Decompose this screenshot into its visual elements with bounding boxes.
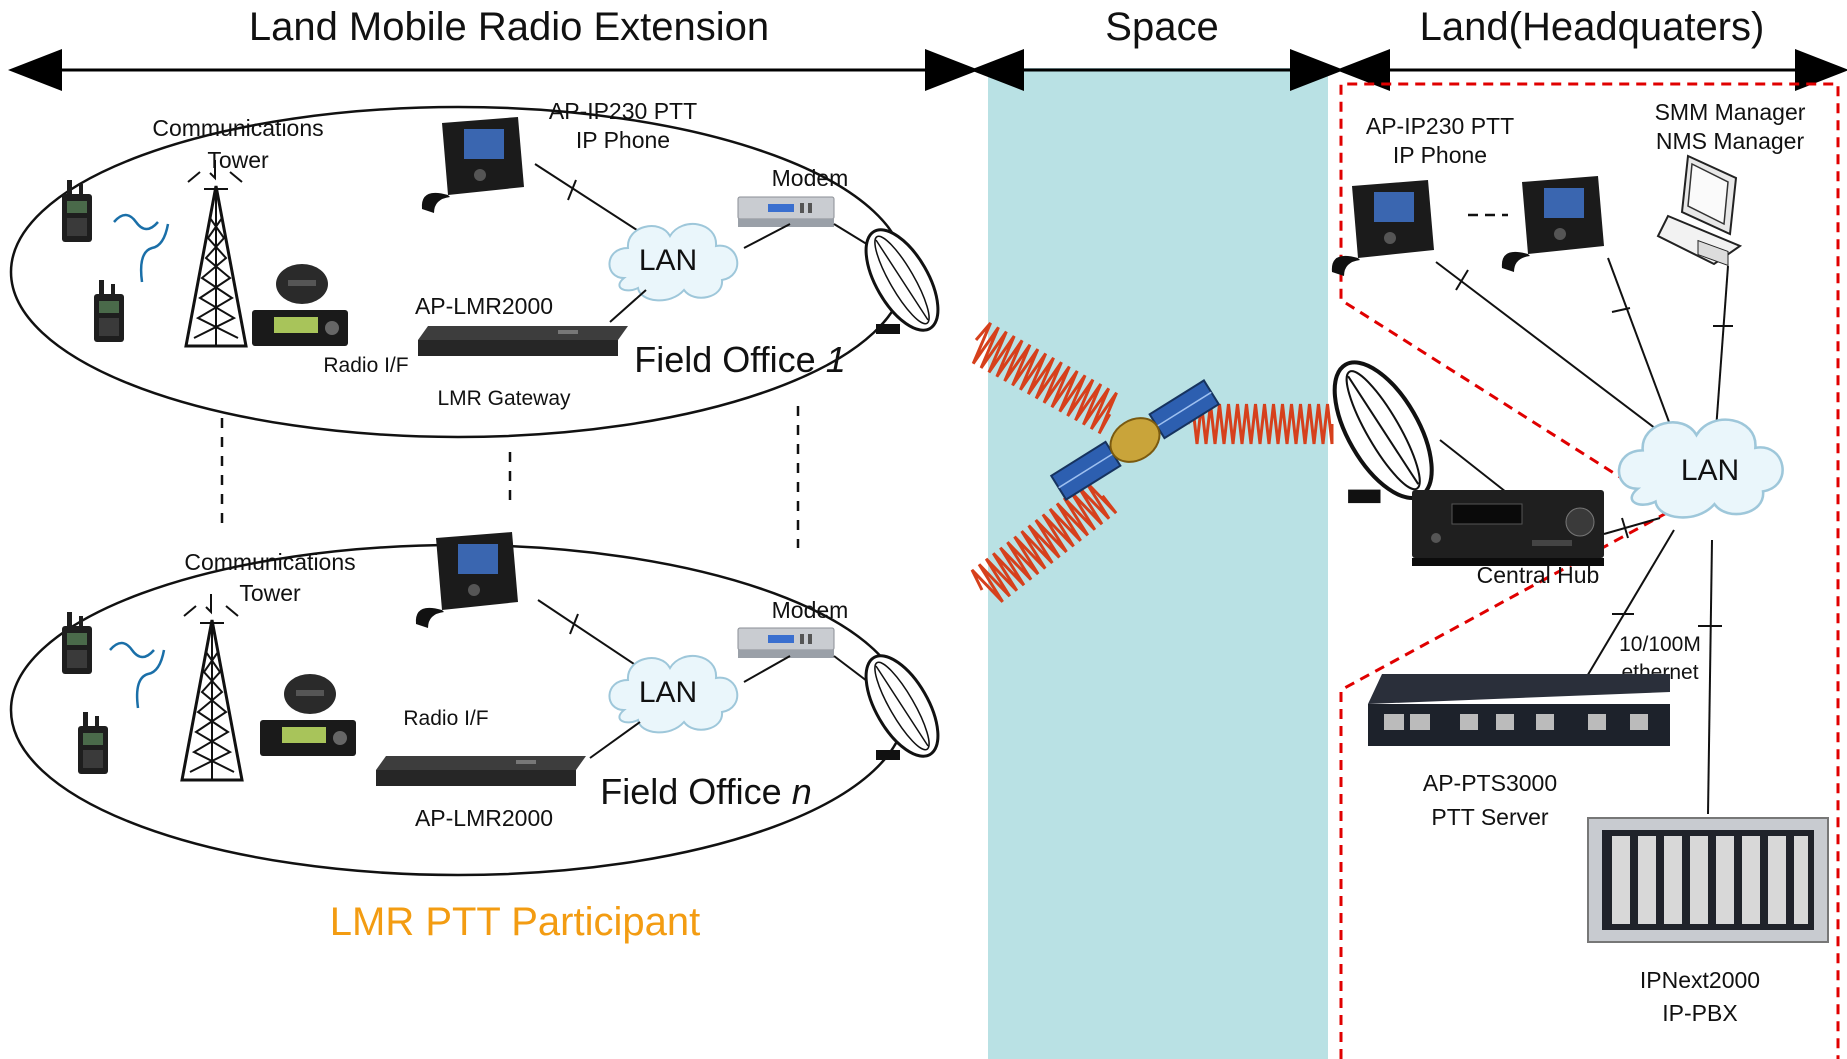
manager-label-line1: SMM Manager	[1655, 99, 1806, 125]
radio-wave-icon	[113, 213, 159, 231]
lan-label: LAN	[1681, 454, 1739, 487]
satellite-dish-icon	[849, 217, 955, 343]
server-label-line1: AP-PTS3000	[1423, 770, 1557, 796]
ip-phone-icon	[1331, 180, 1434, 276]
section-title-headquarters: Land(Headquaters)	[1420, 5, 1765, 49]
gateway-lan-link	[589, 721, 641, 759]
radio-wave-icon	[135, 649, 166, 709]
ip-phone-icon	[1501, 176, 1604, 272]
radio-if-label: Radio I/F	[403, 707, 488, 730]
lan-modem-link	[743, 223, 791, 249]
gateway-icon	[376, 756, 586, 786]
satellite-dish-icon	[1315, 347, 1451, 513]
server-icon	[1368, 674, 1670, 746]
radio-wave-icon	[109, 641, 155, 659]
satellite-dish-icon	[849, 643, 955, 769]
field-office-1: Communications Tower AP-IP230 PTT IP Pho…	[9, 98, 955, 439]
computer-icon	[1656, 154, 1743, 267]
signal-wave	[971, 321, 1118, 435]
tower-label-line1: Communications	[184, 549, 355, 575]
server-lan-link	[1585, 529, 1675, 679]
tower-label-line2: Tower	[207, 147, 269, 173]
section-title-space: Space	[1105, 5, 1218, 49]
tower-label-line1: Communications	[152, 115, 323, 141]
hub-lan-link	[1603, 517, 1661, 535]
gateway-icon	[418, 326, 628, 356]
modem-icon	[737, 196, 835, 228]
dish-hub-link	[1439, 439, 1507, 493]
manager-lan-link	[1715, 265, 1729, 431]
modem-label: Modem	[772, 597, 849, 623]
tower-signal-icon	[187, 160, 243, 183]
tower-label-line2: Tower	[239, 580, 301, 606]
phone-lan-link	[537, 599, 641, 669]
walkie-talkie-icon	[94, 280, 124, 342]
link-tick	[569, 613, 579, 635]
link-tick	[1611, 307, 1631, 313]
space-band	[988, 68, 1328, 1059]
radio-tower-icon	[180, 618, 244, 782]
ip-phone-icon	[421, 117, 524, 213]
phone-lan-link	[534, 163, 641, 233]
satellite-link-office-n	[970, 480, 1118, 603]
walkie-talkie-icon	[62, 612, 92, 674]
lan-label: LAN	[639, 244, 697, 277]
link-tick	[567, 179, 577, 201]
headquarters: AP-IP230 PTT IP Phone SMM Manager NMS Ma…	[1315, 99, 1829, 1026]
pbx-label-line1: IPNext2000	[1640, 967, 1760, 993]
satellite-icon	[1049, 379, 1221, 501]
field-office-n-title: Field Office n	[600, 771, 811, 812]
lan-label: LAN	[639, 676, 697, 709]
gateway-model-label: AP-LMR2000	[415, 805, 553, 831]
gateway-model-label: AP-LMR2000	[415, 293, 553, 319]
modem-icon	[737, 627, 835, 659]
hq-phone2-lan-link	[1607, 257, 1673, 431]
tower-signal-icon	[183, 594, 239, 617]
ip-phone-label-line1: AP-IP230 PTT	[549, 98, 697, 124]
radio-tower-icon	[184, 184, 248, 348]
modem-label: Modem	[772, 165, 849, 191]
gateway-caption: LMR Gateway	[437, 387, 571, 410]
pbx-chassis-icon	[1587, 817, 1829, 943]
hq-phone-label-line1: AP-IP230 PTT	[1366, 113, 1514, 139]
field-office-1-title: Field Office 1	[634, 339, 845, 380]
field-office-n: Communications Tower LAN Modem Radio I/F…	[9, 532, 955, 877]
gateway-lan-link	[609, 289, 647, 323]
link-tick	[1455, 269, 1469, 291]
signal-wave	[1186, 403, 1334, 445]
ip-phone-label-line2: IP Phone	[576, 127, 670, 153]
satellite-link-office-1	[971, 321, 1118, 435]
server-label-line2: PTT Server	[1431, 804, 1548, 830]
link-tick	[1621, 517, 1629, 539]
hub-label: Central Hub	[1477, 562, 1600, 588]
mobile-radio-icon	[252, 264, 348, 346]
hq-phone-lan-link	[1435, 261, 1661, 433]
lan-modem-link	[743, 655, 791, 683]
manager-label-line2: NMS Manager	[1656, 128, 1805, 154]
ethernet-label-line1: 10/100M	[1619, 633, 1701, 656]
receiver-icon	[1412, 490, 1604, 566]
walkie-talkie-icon	[78, 712, 108, 774]
hq-phone-label-line2: IP Phone	[1393, 142, 1487, 168]
pbx-label-line2: IP-PBX	[1662, 1000, 1737, 1026]
signal-wave	[970, 480, 1118, 603]
pbx-lan-link	[1707, 539, 1713, 815]
walkie-talkie-icon	[62, 180, 92, 242]
mobile-radio-icon	[260, 674, 356, 756]
participant-label: LMR PTT Participant	[330, 900, 701, 944]
radio-wave-icon	[139, 223, 170, 283]
section-title-land-mobile: Land Mobile Radio Extension	[249, 5, 769, 49]
radio-if-label: Radio I/F	[323, 354, 408, 377]
satellite-link-headquarters	[1186, 403, 1334, 445]
